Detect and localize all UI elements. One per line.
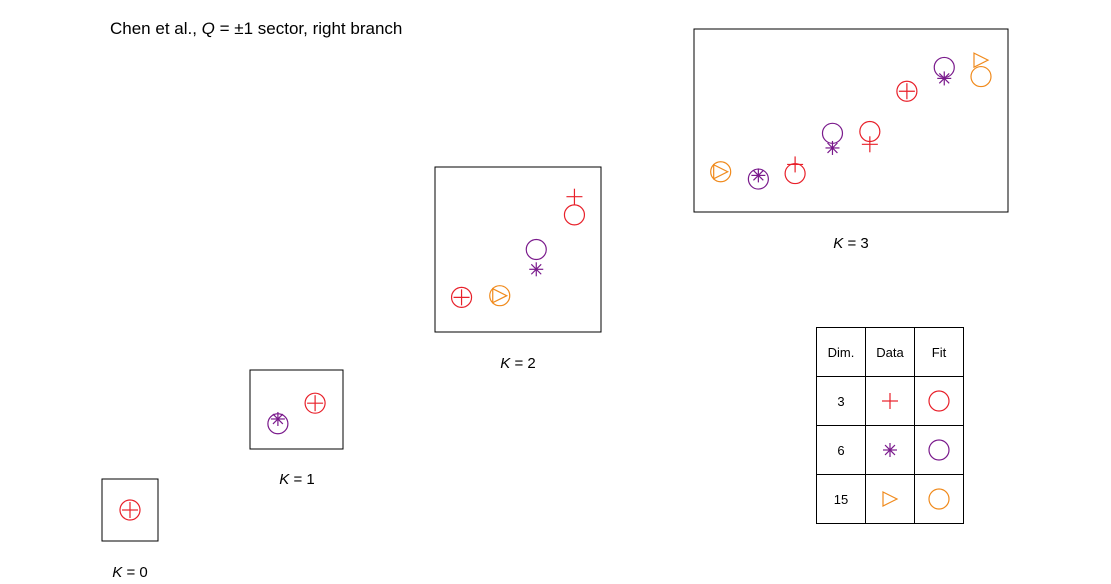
k1-dim-6-fit-marker (267, 413, 289, 435)
panel-label-k0-value: = 0 (122, 564, 148, 581)
legend-header-data: Data (865, 327, 915, 377)
legend-fit-marker-dim-3 (928, 390, 950, 412)
panel-frame (434, 166, 602, 333)
legend-fit-marker-dim-15 (928, 488, 950, 510)
panel-k3 (693, 28, 1009, 213)
k0-dim-3-data-marker (122, 502, 138, 518)
panel-label-k2-symbol: K (500, 355, 511, 372)
panel-label-k3: K = 3 (833, 235, 868, 252)
legend-fit-symbol-dim-15 (928, 488, 950, 510)
k1-dim-3-fit-marker (304, 392, 326, 414)
legend-fit-marker-cell (914, 425, 964, 475)
panel-label-k3-value: = 3 (843, 235, 869, 252)
k2-dim-6-fit-marker (525, 238, 547, 261)
legend-header-fit: Fit (914, 327, 964, 377)
k3-dim-6-fit-marker (933, 56, 955, 79)
legend-data-marker-cell (865, 474, 915, 524)
panel-label-k1-symbol: K (279, 471, 290, 488)
panel-label-k2: K = 2 (500, 355, 535, 372)
k3-dim-15-fit-marker (710, 161, 732, 183)
legend-data-marker-cell (865, 425, 915, 475)
legend-dim-value: 15 (816, 474, 866, 524)
legend-fit-marker-cell (914, 376, 964, 426)
k0-dim-3-fit-marker (119, 499, 141, 521)
legend-data-marker-dim-6 (883, 443, 897, 457)
k2-dim-6-data-marker (529, 262, 544, 277)
k3-dim-6-fit-marker (821, 122, 844, 144)
legend-row-dim-3: 3 (816, 376, 964, 426)
k1-dim-3-data-marker (307, 395, 324, 412)
k3-dim-3-fit-marker (859, 120, 881, 143)
panel-label-k0-symbol: K (112, 564, 123, 581)
k2-dim-15-data-marker (492, 287, 509, 304)
k3-dim-15-data-marker (973, 52, 990, 69)
k3-dim-3-data-marker (787, 156, 804, 173)
legend-fit-marker-dim-6 (928, 439, 950, 461)
chart-title: Chen et al., Q = ±1 sector, right branch (110, 19, 402, 39)
legend-data-marker-cell (865, 376, 915, 426)
legend-data-symbol-dim-3 (882, 393, 898, 409)
panel-label-k1: K = 1 (279, 471, 314, 488)
title-prefix: Chen et al., (110, 19, 202, 38)
legend-fit-symbol-dim-3 (928, 390, 950, 412)
legend-dim-value: 6 (816, 425, 866, 475)
k2-dim-3-fit-marker (450, 286, 473, 308)
k2-dim-3-data-marker (453, 289, 470, 306)
legend-dim-value: 3 (816, 376, 866, 426)
panel-label-k0: K = 0 (112, 564, 147, 581)
panel-frame (249, 369, 344, 450)
k2-dim-3-data-marker (566, 188, 583, 205)
legend-row-dim-15: 15 (816, 474, 964, 524)
k3-dim-15-fit-marker (970, 65, 992, 88)
k3-dim-6-data-marker (825, 140, 840, 155)
panel-frame (693, 28, 1009, 213)
title-suffix: = ±1 sector, right branch (214, 19, 403, 38)
panel-k1 (249, 369, 344, 450)
k3-dim-6-data-marker (751, 168, 766, 183)
legend-data-marker-dim-15 (882, 491, 899, 507)
k2-dim-3-fit-marker (563, 204, 586, 226)
k3-dim-3-fit-marker (784, 162, 806, 185)
panel-k2 (434, 166, 602, 333)
panel-k0 (101, 478, 159, 542)
k3-dim-15-data-marker (713, 163, 730, 180)
panel-label-k2-value: = 2 (510, 355, 536, 372)
legend-row-dim-6: 6 (816, 425, 964, 475)
title-q-symbol: Q (201, 19, 215, 38)
panel-frame (101, 478, 159, 542)
legend-header-dim: Dim. (816, 327, 866, 377)
legend-data-marker-dim-3 (882, 393, 898, 409)
k3-dim-3-fit-marker (896, 80, 918, 102)
k3-dim-6-data-marker (937, 71, 952, 86)
k3-dim-3-data-marker (861, 136, 878, 153)
legend-data-symbol-dim-6 (883, 443, 897, 457)
legend-fit-marker-cell (914, 474, 964, 524)
k3-dim-3-data-marker (898, 83, 915, 100)
panel-label-k1-value: = 1 (289, 471, 315, 488)
legend-data-symbol-dim-15 (882, 491, 899, 507)
legend-fit-symbol-dim-6 (928, 439, 950, 461)
legend-header-row: Dim. Data Fit (816, 327, 964, 377)
panel-label-k3-symbol: K (833, 235, 844, 252)
k3-dim-6-fit-marker (747, 168, 769, 190)
k2-dim-15-fit-marker (489, 285, 511, 307)
legend-table: Dim. Data Fit 3 6 15 (816, 327, 964, 524)
